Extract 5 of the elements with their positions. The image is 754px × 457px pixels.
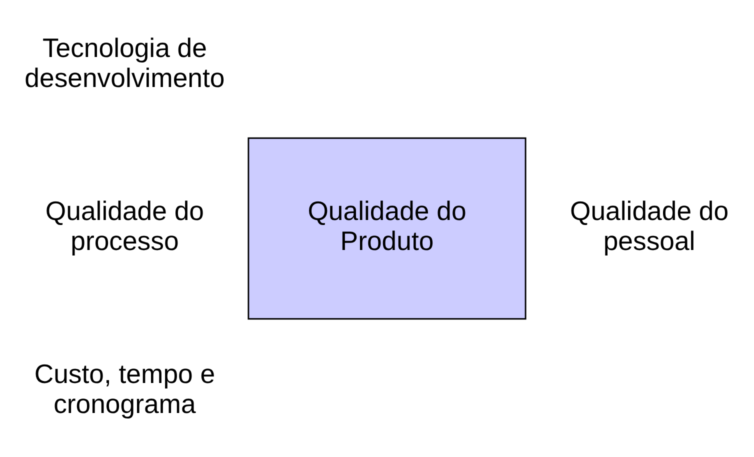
label: Custo, tempo e cronograma <box>34 359 216 419</box>
label: Qualidade do pessoal <box>570 196 729 256</box>
label: Tecnologia de desenvolvimento <box>24 33 225 93</box>
node-box: Qualidade do Produto <box>248 137 526 320</box>
label: Qualidade do processo <box>45 196 204 256</box>
